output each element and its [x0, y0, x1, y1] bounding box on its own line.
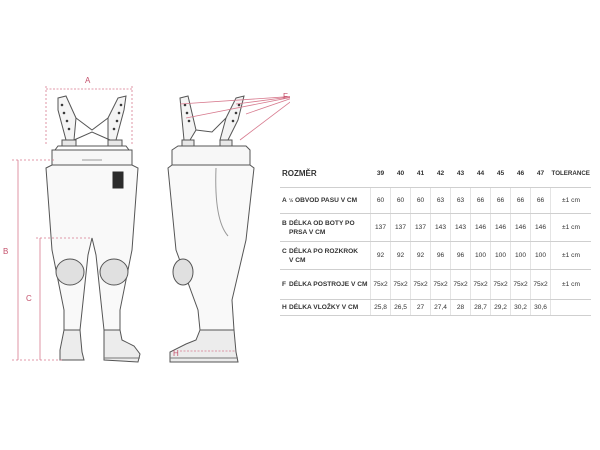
table-cell: 92 [370, 241, 391, 270]
table-cell: 137 [390, 213, 411, 242]
table-cell: 75x2 [370, 269, 391, 300]
table-cell: 75x2 [450, 269, 471, 300]
size-header-42: 42 [430, 159, 451, 188]
size-header-47: 47 [530, 159, 551, 188]
dimension-label-f: F [283, 92, 288, 101]
table-cell: 143 [430, 213, 451, 242]
table-cell: 66 [510, 187, 531, 214]
table-cell: 29,2 [490, 299, 511, 316]
table-cell: 60 [370, 187, 391, 214]
waders-technical-drawing: A B C F H [3, 76, 290, 363]
table-header-label: ROZMĚR [280, 159, 371, 188]
tolerance-cell [550, 299, 591, 316]
table-cell: 26,5 [390, 299, 411, 316]
tolerance-header: TOLERANCE [550, 159, 591, 188]
table-cell: 92 [410, 241, 431, 270]
table-cell: 30,2 [510, 299, 531, 316]
table-cell: 137 [410, 213, 431, 242]
table-header-row: ROZMĚR 39 40 41 42 43 44 45 46 47 TOLERA… [280, 159, 591, 188]
table-cell: 92 [390, 241, 411, 270]
dimension-markers [12, 86, 290, 361]
table-cell: 100 [510, 241, 531, 270]
table-cell: 63 [430, 187, 451, 214]
table-cell: 75x2 [470, 269, 491, 300]
dimension-label-b: B [3, 247, 8, 256]
table-cell: 100 [490, 241, 511, 270]
table-cell: 75x2 [490, 269, 511, 300]
table-cell: 146 [490, 213, 511, 242]
dimension-label-c: C [26, 294, 32, 303]
table-cell: 146 [470, 213, 491, 242]
table-cell: 60 [390, 187, 411, 214]
size-header-39: 39 [370, 159, 391, 188]
table-cell: 66 [490, 187, 511, 214]
table-cell: 27 [410, 299, 431, 316]
dimension-letters: A B C F H [3, 76, 288, 358]
size-header-44: 44 [470, 159, 491, 188]
table-cell: 146 [530, 213, 551, 242]
dimension-label-h: H [173, 349, 179, 358]
dimension-label-a: A [85, 76, 91, 85]
side-view-waders [167, 95, 255, 363]
size-header-43: 43 [450, 159, 471, 188]
tolerance-cell: ±1 cm [550, 213, 591, 242]
table-cell: 66 [470, 187, 491, 214]
table-cell: 27,4 [430, 299, 451, 316]
table-cell: 63 [450, 187, 471, 214]
table-cell: 75x2 [390, 269, 411, 300]
size-header-41: 41 [410, 159, 431, 188]
table-cell: 100 [530, 241, 551, 270]
table-cell: 28 [450, 299, 471, 316]
size-header-45: 45 [490, 159, 511, 188]
size-header-40: 40 [390, 159, 411, 188]
size-table: ROZMĚR 39 40 41 42 43 44 45 46 47 TOLERA… [280, 159, 591, 316]
tolerance-cell: ±1 cm [550, 241, 591, 270]
table-cell: 100 [470, 241, 491, 270]
table-cell: 28,7 [470, 299, 491, 316]
table-cell: 137 [370, 213, 391, 242]
table-cell: 75x2 [530, 269, 551, 300]
table-cell: 96 [450, 241, 471, 270]
table-cell: 30,6 [530, 299, 551, 316]
tolerance-cell: ±1 cm [550, 269, 591, 300]
table-cell: 96 [430, 241, 451, 270]
size-header-46: 46 [510, 159, 531, 188]
table-cell: 25,8 [370, 299, 391, 316]
table-cell: 60 [410, 187, 431, 214]
table-cell: 146 [510, 213, 531, 242]
tolerance-cell: ±1 cm [550, 187, 591, 214]
table-cell: 143 [450, 213, 471, 242]
front-view-waders [45, 95, 141, 363]
table-cell: 75x2 [410, 269, 431, 300]
table-cell: 75x2 [510, 269, 531, 300]
table-cell: 75x2 [430, 269, 451, 300]
table-cell: 66 [530, 187, 551, 214]
